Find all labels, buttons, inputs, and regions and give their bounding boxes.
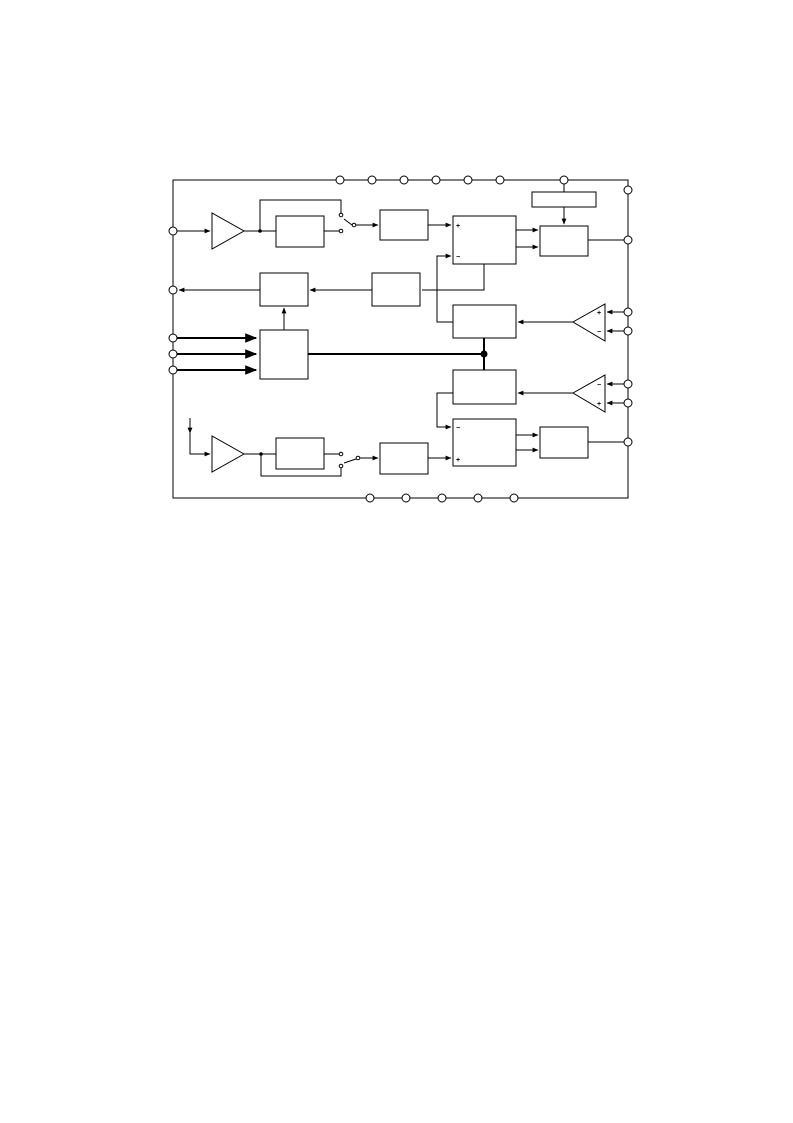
- upper-sense-amplifier: [572, 303, 606, 342]
- pin-right-5: [623, 379, 633, 389]
- lower-stage-block: [379, 442, 429, 475]
- pin-left-5: [168, 365, 178, 375]
- upper-comparator-minus: −: [456, 254, 460, 261]
- pin-top-2: [367, 175, 377, 185]
- lower-filter-block: [275, 437, 325, 470]
- upper-comparator-block: [452, 215, 517, 265]
- pin-top-7: [559, 175, 569, 185]
- control-logic-block: [259, 329, 309, 380]
- left-pins: [168, 226, 178, 375]
- lower-sense-plus: +: [597, 401, 601, 408]
- pin-top-1: [335, 175, 345, 185]
- pin-bottom-2: [401, 493, 411, 503]
- upper-filter-block: [275, 215, 325, 248]
- bus-junction: [480, 350, 488, 358]
- pin-right-3: [623, 307, 633, 317]
- middle-right-block: [371, 272, 421, 307]
- upper-output-block: [539, 225, 589, 257]
- lower-sense-minus: −: [597, 382, 601, 389]
- upper-stage-block: [379, 209, 429, 241]
- pin-top-5: [463, 175, 473, 185]
- upper-channel: + −: [177, 184, 624, 265]
- pin-right-1: [623, 185, 633, 195]
- pin-left-4: [168, 349, 178, 359]
- top-pins: [335, 175, 569, 185]
- top-reference-block: [531, 191, 597, 208]
- lower-comparator-plus: +: [456, 457, 460, 464]
- middle-path: + −: [178, 253, 624, 342]
- pin-top-4: [431, 175, 441, 185]
- bottom-pins: [365, 493, 519, 503]
- pin-top-6: [495, 175, 505, 185]
- lower-comparator-minus: −: [456, 425, 460, 432]
- pin-left-2: [168, 285, 178, 295]
- control-logic: [177, 307, 488, 380]
- lower-detector-block: [452, 369, 517, 405]
- pin-right-6: [623, 398, 633, 408]
- pin-left-1: [168, 226, 178, 236]
- upper-sense-minus: −: [597, 329, 601, 336]
- upper-detector-block: [452, 304, 517, 339]
- pin-bottom-3: [437, 493, 447, 503]
- lower-amplifier: [211, 435, 246, 473]
- pin-left-3: [168, 333, 178, 343]
- upper-amplifier: [211, 212, 246, 250]
- upper-comparator-plus: +: [456, 223, 460, 230]
- pin-right-4: [623, 326, 633, 336]
- lower-comparator-block: [452, 418, 517, 467]
- upper-sense-plus: +: [597, 310, 601, 317]
- lower-channel: − + − +: [187, 369, 624, 477]
- middle-left-block: [259, 272, 309, 307]
- pin-bottom-5: [509, 493, 519, 503]
- pin-right-7: [623, 437, 633, 447]
- pin-right-2: [623, 235, 633, 245]
- pin-bottom-1: [365, 493, 375, 503]
- lower-sense-amplifier: [572, 374, 606, 413]
- pin-top-3: [399, 175, 409, 185]
- lower-output-block: [539, 426, 589, 459]
- pin-bottom-4: [473, 493, 483, 503]
